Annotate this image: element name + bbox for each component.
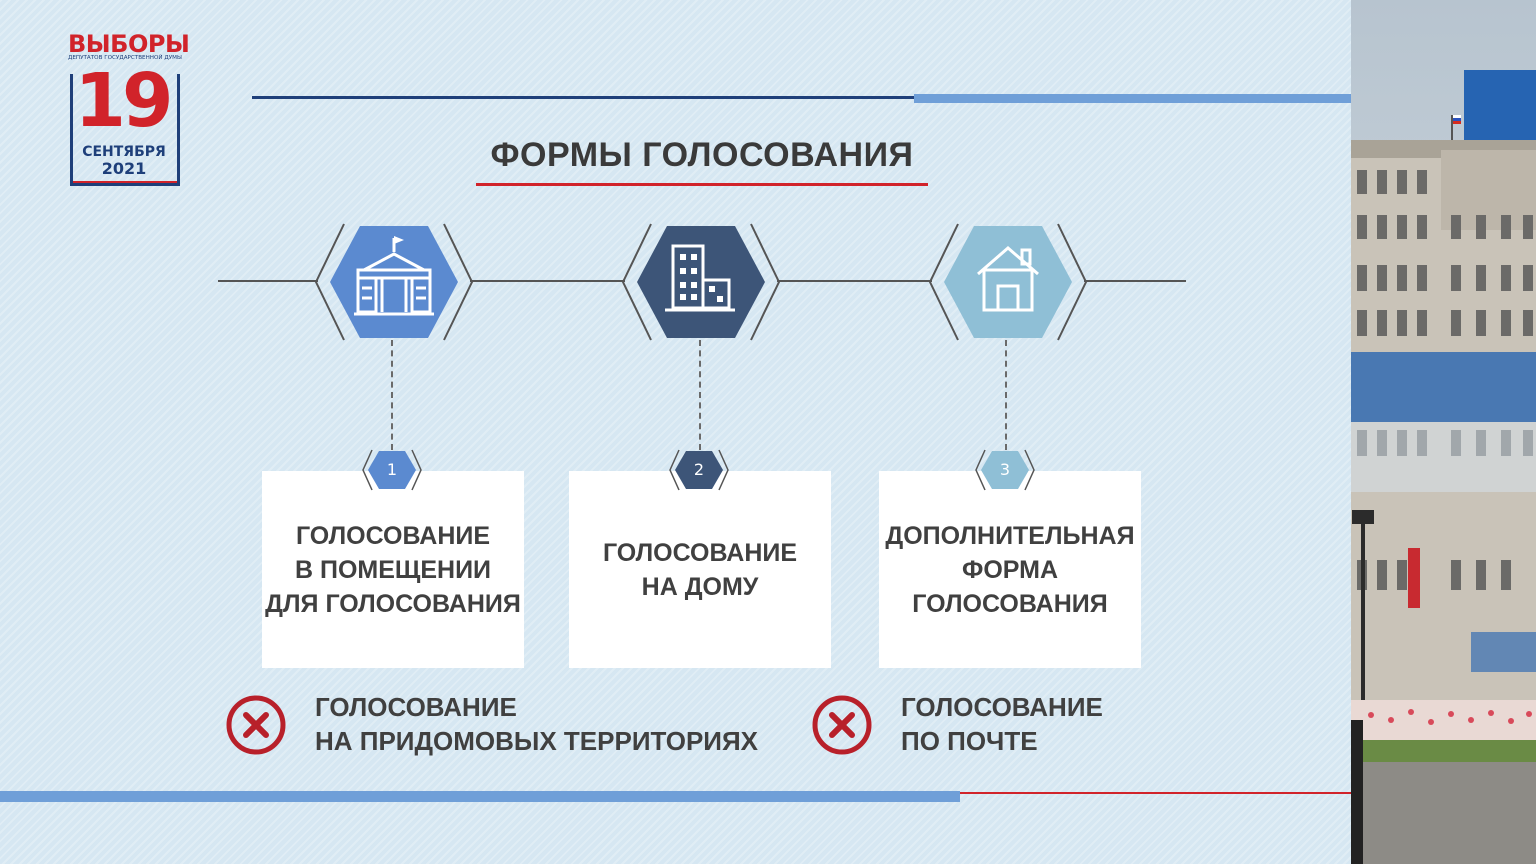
- top-thin-line: [252, 96, 914, 99]
- form-card-1: ГОЛОСОВАНИЕ В ПОМЕЩЕНИИ ДЛЯ ГОЛОСОВАНИЯ: [262, 471, 524, 668]
- logo-frame: [70, 74, 180, 186]
- title-underline: [476, 183, 928, 186]
- page-title: ФОРМЫ ГОЛОСОВАНИЯ: [490, 136, 914, 174]
- badge-hexagon-2: [669, 449, 729, 491]
- form-label-3: ДОПОЛНИТЕЛЬНАЯ ФОРМА ГОЛОСОВАНИЯ: [885, 521, 1135, 618]
- badge-hexagon-3: [975, 449, 1035, 491]
- dashed-connector: [699, 340, 701, 450]
- connector-line: [1084, 280, 1186, 282]
- form-card-2: ГОЛОСОВАНИЕ НА ДОМУ: [569, 471, 831, 668]
- badge-hexagon-1: [362, 449, 422, 491]
- bottom-thick-line: [0, 791, 960, 802]
- form-number-badge-1: 1: [362, 448, 422, 492]
- apartment-building-icon: [665, 244, 735, 312]
- hexagon-3: [928, 223, 1088, 341]
- form-number-2: 2: [693, 460, 705, 479]
- election-logo: ВЫБОРЫ ДЕПУТАТОВ ГОСУДАРСТВЕННОЙ ДУМЫ 19…: [66, 30, 190, 195]
- hexagon-1: [314, 223, 474, 341]
- hexagon-2: [621, 223, 781, 341]
- logo-title: ВЫБОРЫ: [68, 30, 190, 58]
- connector-line: [777, 280, 932, 282]
- connector-line: [218, 280, 318, 282]
- dashed-connector: [1005, 340, 1007, 450]
- logo-subtitle: ДЕПУТАТОВ ГОСУДАРСТВЕННОЙ ДУМЫ: [68, 55, 182, 61]
- dashed-connector: [391, 340, 393, 450]
- form-number-badge-3: 3: [975, 448, 1035, 492]
- duma-building-photo: [1351, 0, 1536, 864]
- connector-line: [470, 280, 625, 282]
- top-thick-line: [914, 94, 1351, 103]
- bottom-thin-line: [960, 792, 1351, 794]
- house-icon: [977, 246, 1039, 312]
- form-number-1: 1: [386, 460, 398, 479]
- not-allowed-label-1: ГОЛОСОВАНИЕ НА ПРИДОМОВЫХ ТЕРРИТОРИЯХ: [315, 692, 759, 756]
- not-allowed-label-2: ГОЛОСОВАНИЕ ПО ПОЧТЕ: [901, 692, 1103, 756]
- form-label-2: ГОЛОСОВАНИЕ НА ДОМУ: [602, 538, 798, 601]
- polling-station-icon: [354, 236, 434, 316]
- logo-year: 2021: [101, 159, 147, 178]
- logo-day: 19: [74, 58, 174, 144]
- form-number-3: 3: [999, 460, 1011, 479]
- form-label-1: ГОЛОСОВАНИЕ В ПОМЕЩЕНИИ ДЛЯ ГОЛОСОВАНИЯ: [265, 521, 521, 618]
- form-card-3: ДОПОЛНИТЕЛЬНАЯ ФОРМА ГОЛОСОВАНИЯ: [879, 471, 1141, 668]
- logo-month: СЕНТЯБРЯ: [82, 144, 166, 160]
- form-number-badge-2: 2: [669, 448, 729, 492]
- cross-circle-icon: [812, 695, 872, 755]
- cross-circle-icon: [226, 695, 286, 755]
